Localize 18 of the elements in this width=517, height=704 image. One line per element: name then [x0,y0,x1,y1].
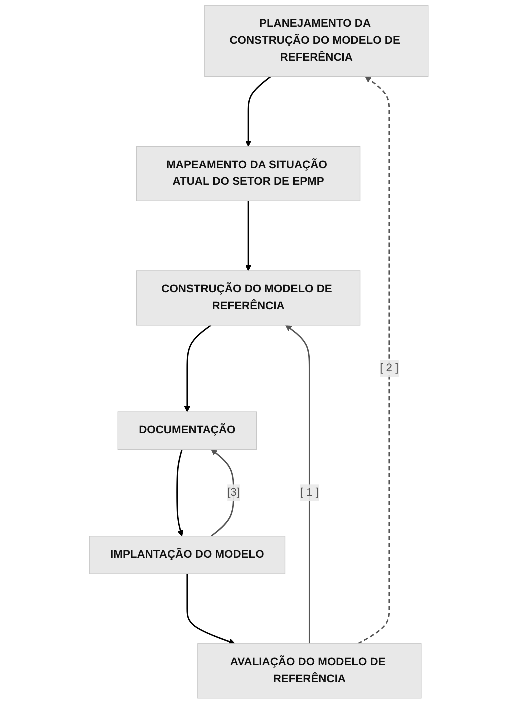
arrow [210,450,234,537]
node-box [88,536,286,574]
edge-label: [3] [227,486,240,499]
node-box [136,146,360,202]
arrow [357,76,390,645]
edge-label: [ 2 ] [380,362,398,374]
node-box [197,644,422,699]
arrow [285,325,310,644]
flowchart: [ 1 ] [ 2 ] [3] PLANEJAMENTO DA CONSTRUÇÃO DO MODELO DE REFERÊNCIA MAPEAMENTO DA SITUAÇÃO ATUAL DO SETOR DE EPMP CONSTRUÇÃO DO MODELO DE REFERÊNCIA DOCUMENTAÇÃO IMPLANTAÇÃO DO MODELO AVALIAÇÃO DO MODELO DE REFERÊNCIA [84,0,434,704]
node-box [117,412,257,450]
edge-label: [ 1 ] [300,486,319,499]
arrow [245,76,271,147]
node-box [204,5,428,78]
arrow [245,201,252,272]
node-box [136,270,360,326]
arrow [176,450,184,537]
arrow [184,324,212,412]
arrow [186,574,235,645]
